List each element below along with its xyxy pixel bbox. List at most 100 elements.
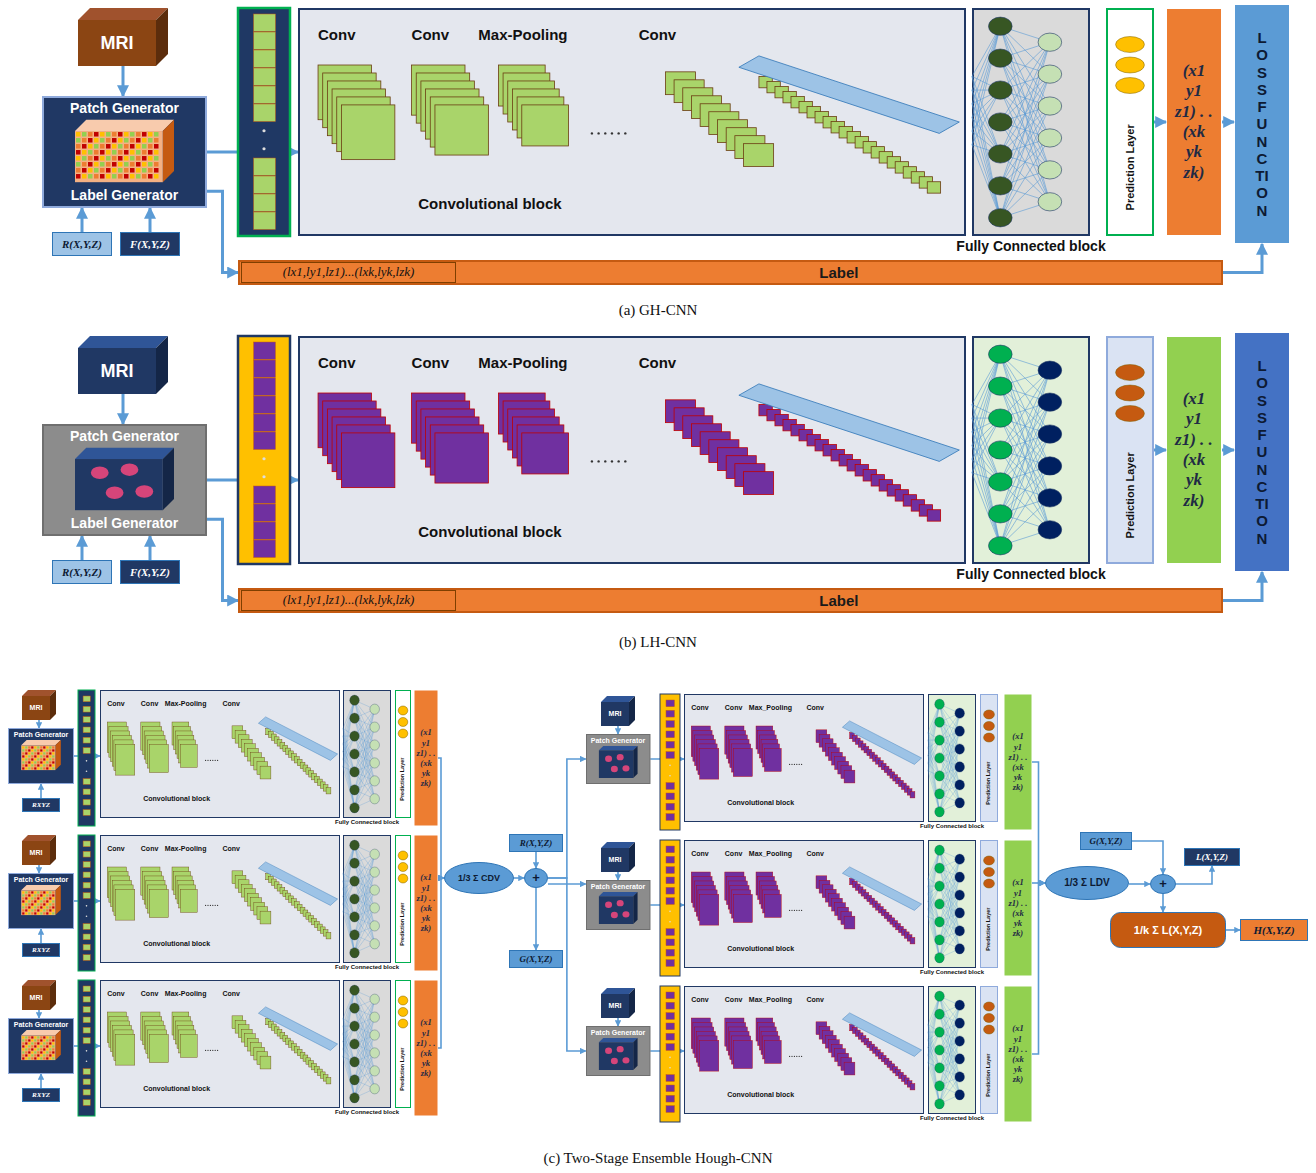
lesion-blob <box>605 1048 612 1054</box>
patch-cell <box>31 912 33 914</box>
text-holder: Convolutional block <box>727 945 794 953</box>
feature-map <box>910 938 915 944</box>
text-holder: Fully Connected block <box>928 969 976 977</box>
text-holder: Patch Generator <box>42 98 207 119</box>
patch <box>83 1089 90 1095</box>
output-neuron <box>398 863 408 872</box>
patch-cell <box>76 174 81 179</box>
neuron <box>989 377 1013 395</box>
patch-cell <box>22 761 24 763</box>
neuron <box>1038 33 1062 51</box>
patch <box>254 68 276 85</box>
node-text: Fully Connected block <box>335 964 399 971</box>
ellipsis-dot <box>210 1050 211 1051</box>
patch-cell <box>43 894 45 896</box>
node-text: Max-Pooling <box>478 354 567 371</box>
patch <box>83 748 90 754</box>
ellipsis-dot <box>86 905 88 907</box>
patch-cell <box>142 174 147 179</box>
fc-weight <box>928 763 940 812</box>
neuron <box>350 695 360 705</box>
text-holder: Patch Generator <box>8 875 74 886</box>
prediction-layer: Prediction Layer <box>395 835 411 963</box>
prediction-layer: Prediction Layer <box>1106 8 1154 236</box>
patch-cell <box>100 144 105 149</box>
text-holder: Label Generator <box>42 185 207 206</box>
patch-cell <box>43 746 45 748</box>
ellipsis-dot <box>624 460 626 462</box>
neuron <box>955 726 965 736</box>
ellipsis-dot <box>217 760 218 761</box>
output-neuron <box>984 868 995 877</box>
patch-cell <box>46 909 48 911</box>
node-text: Max-Pooling <box>165 990 207 998</box>
ellipsis-dot <box>669 921 671 923</box>
neuron <box>1038 361 1062 379</box>
patch-cell <box>28 758 30 760</box>
text-holder: Prediction Layer <box>980 894 998 966</box>
patch-cell <box>43 1057 45 1059</box>
patch-cell <box>106 132 111 137</box>
text-holder: Patch Generator <box>586 736 650 747</box>
connector-arrow <box>38 865 40 873</box>
patch <box>83 1027 90 1033</box>
patch <box>666 1085 674 1092</box>
node-text: Patch Generator <box>14 876 68 884</box>
neuron <box>350 749 360 759</box>
node-text: MRI <box>30 704 43 712</box>
fc-weight <box>343 751 355 807</box>
cube-front <box>22 696 50 720</box>
patch <box>83 696 90 702</box>
sum-node: + <box>524 868 548 888</box>
node-text: Conv <box>412 354 450 371</box>
patch-cell <box>40 746 42 748</box>
patch-cell <box>46 912 48 914</box>
node-text: Fully Connected block <box>335 819 399 826</box>
ellipsis-dot <box>611 132 613 134</box>
output-neuron <box>1116 385 1145 401</box>
output-coordinates: (x1 y1 z1) . . (xk yk zk) <box>1166 336 1222 564</box>
patch-cell <box>25 764 27 766</box>
patch-generator: Patch GeneratorLabel Generator <box>42 424 207 536</box>
ellipsis-dot <box>796 1056 797 1057</box>
cube-front <box>599 1042 633 1070</box>
neuron <box>350 767 360 777</box>
patch-cell <box>28 909 30 911</box>
text-holder: RXYZ <box>22 1088 60 1102</box>
box-fill <box>53 233 112 256</box>
text-holder: Fully Connected block <box>972 237 1090 255</box>
ellipsis-dot <box>796 910 797 911</box>
patch-cell <box>49 1045 51 1047</box>
fc-weight <box>972 445 1000 545</box>
ellipsis-dot <box>669 1057 671 1059</box>
node-text: MRI <box>101 361 134 382</box>
patch-cell <box>88 156 93 161</box>
patch-cell <box>22 746 24 748</box>
patch-cell <box>31 1057 33 1059</box>
patch-cell <box>34 894 36 896</box>
patch-cell <box>106 138 111 143</box>
patch-cell <box>124 162 129 167</box>
cube-top <box>21 1030 61 1035</box>
neuron <box>989 409 1013 427</box>
patch-cell <box>40 912 42 914</box>
text-holder: Patch Generator <box>8 1020 74 1031</box>
patch-cell <box>106 156 111 161</box>
text-holder: Conv <box>222 700 240 708</box>
patch-cell <box>40 891 42 893</box>
lesion-blob <box>622 1057 629 1063</box>
patch-cell <box>49 1042 51 1044</box>
cube-top <box>78 336 168 348</box>
feature-map <box>700 748 719 779</box>
patch-cell <box>49 912 51 914</box>
patch-cell <box>28 891 30 893</box>
connector-arrow <box>1176 866 1212 884</box>
cube-front <box>601 702 629 726</box>
neuron <box>989 81 1013 99</box>
node-figure <box>928 840 976 968</box>
feature-map <box>844 1062 855 1075</box>
ellipsis-dot <box>789 764 790 765</box>
patch-cell <box>34 909 36 911</box>
cube-top <box>78 8 168 20</box>
text-holder: Patch Generator <box>586 882 650 893</box>
